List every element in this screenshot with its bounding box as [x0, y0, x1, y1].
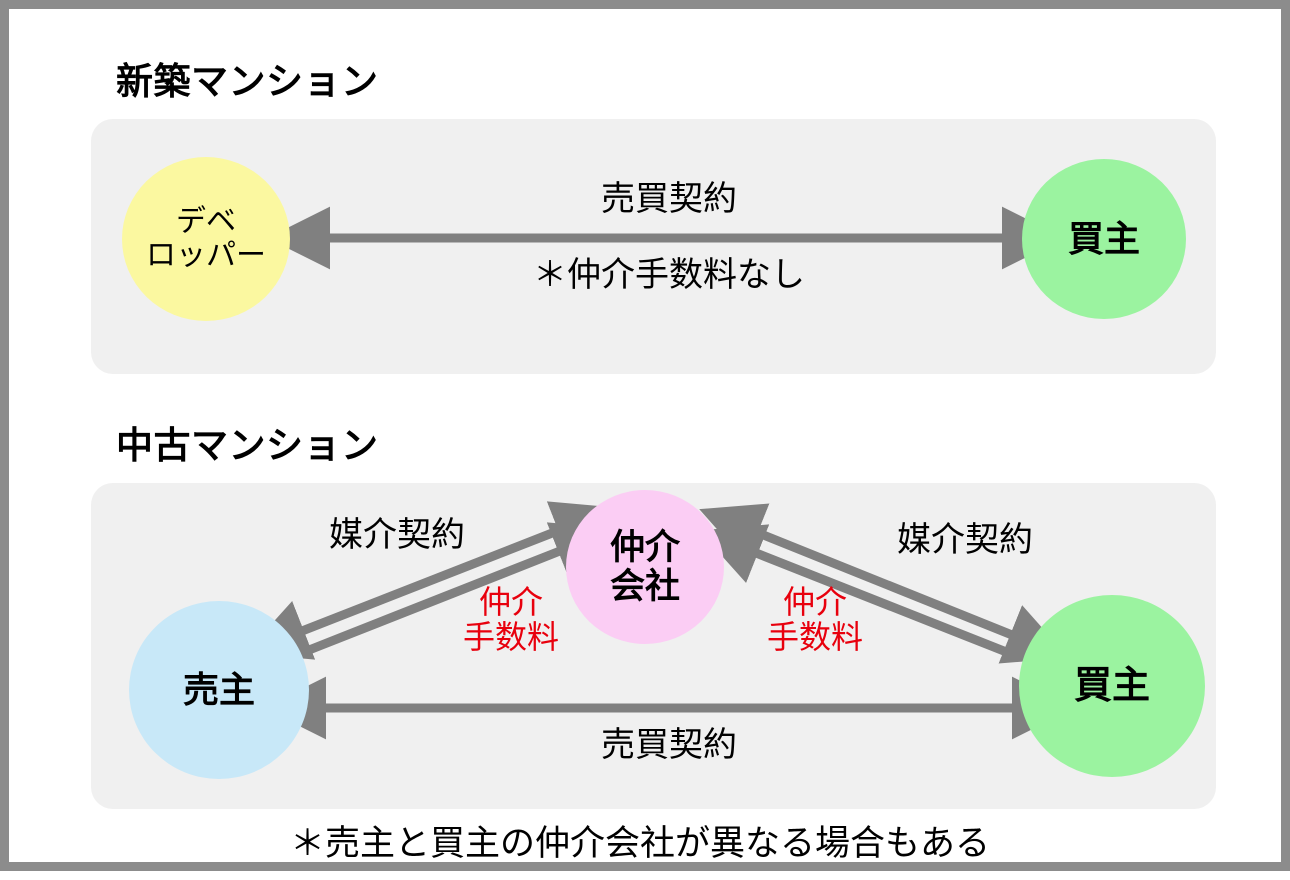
label-fee-right: 仲介 手数料 — [766, 584, 863, 656]
label-mediation-left: 媒介契約 — [329, 516, 465, 554]
node-buyer-used: 買主 — [1019, 595, 1205, 777]
label-sales-contract-used: 売買契約 — [601, 726, 737, 764]
label-mediation-right: 媒介契約 — [897, 521, 1033, 559]
node-buyer-new: 買主 — [1022, 159, 1186, 319]
label-sales-contract-new: 売買契約 — [601, 180, 737, 218]
node-developer: デベ ロッパー — [122, 157, 290, 321]
footnote-used-condo: ＊売主と買主の仲介会社が異なる場合もある — [290, 824, 991, 863]
section-title-used-condo: 中古マンション — [116, 425, 379, 466]
section-title-new-condo: 新築マンション — [116, 61, 379, 102]
node-seller: 売主 — [129, 601, 309, 779]
node-agent: 仲介 会社 — [566, 490, 724, 644]
label-fee-left: 仲介 手数料 — [462, 584, 559, 656]
label-no-brokerage-fee: ＊仲介手数料なし — [533, 256, 805, 294]
